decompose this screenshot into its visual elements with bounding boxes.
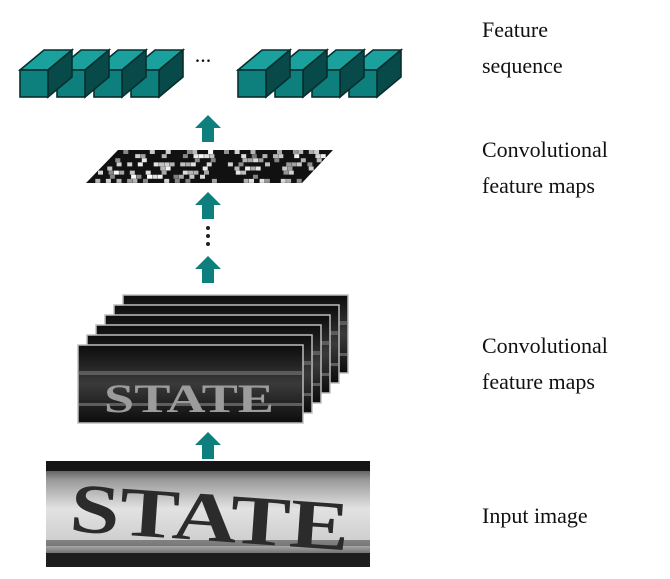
label-feature-sequence-line2: sequence xyxy=(482,53,563,78)
label-feature-sequence: Feature sequence xyxy=(482,12,563,84)
convolutional-feature-map-top xyxy=(86,150,333,183)
arrow-up-icon xyxy=(195,192,221,219)
feature-map-word: STATE xyxy=(104,376,274,421)
vertical-ellipsis-icon xyxy=(206,226,210,246)
input-image: STATE xyxy=(46,461,370,567)
label-input-image-text: Input image xyxy=(482,503,588,528)
label-conv-feature-maps-top: Convolutional feature maps xyxy=(482,132,608,204)
feature-column xyxy=(235,48,293,99)
label-conv-feature-maps-top-line2: feature maps xyxy=(482,173,595,198)
label-conv-feature-maps-bottom-line2: feature maps xyxy=(482,369,595,394)
label-conv-feature-maps-top-line1: Convolutional xyxy=(482,137,608,162)
arrow-up-icon xyxy=(195,256,221,283)
label-conv-feature-maps-bottom: Convolutional feature maps xyxy=(482,328,608,400)
label-feature-sequence-line1: Feature xyxy=(482,17,548,42)
feature-column xyxy=(17,48,75,99)
feature-sequence-columns xyxy=(17,48,404,99)
label-conv-feature-maps-bottom-line1: Convolutional xyxy=(482,333,608,358)
label-input-image: Input image xyxy=(482,498,588,534)
convolutional-feature-maps-stack: STATE xyxy=(77,294,349,424)
feature-map-sheet xyxy=(77,344,304,424)
arrow-up-icon xyxy=(195,115,221,142)
arrow-up-icon xyxy=(195,432,221,459)
ellipsis-text: ... xyxy=(195,42,212,67)
